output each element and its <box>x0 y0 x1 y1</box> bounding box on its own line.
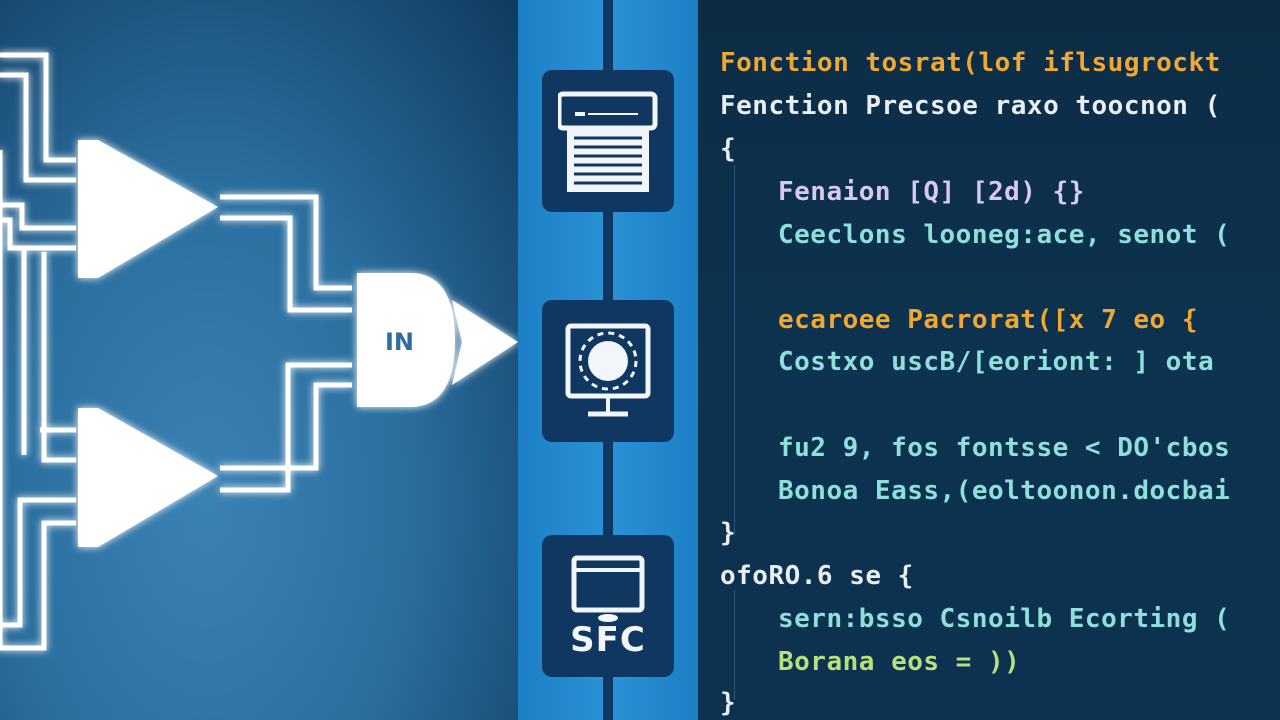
window-icon <box>571 555 645 622</box>
monitor-icon <box>565 323 651 417</box>
pipeline-node-sfc[interactable]: SFC <box>542 535 674 677</box>
code-line-12: } <box>720 518 737 548</box>
logic-circuit-diagram: IN <box>0 0 518 720</box>
code-line-15: Borana eos = )) <box>778 647 1021 677</box>
code-line-13: ofoRO.6 se { <box>720 561 914 591</box>
code-line-16: } <box>720 688 737 718</box>
circuit-wires <box>0 52 352 651</box>
circuit-svg: IN <box>0 52 518 651</box>
code-line-1: Fonction tosrat(lof iflsugrockt <box>720 48 1221 78</box>
pipeline-node-monitor[interactable] <box>542 300 674 442</box>
buffer-gate-bottom-icon <box>78 408 218 547</box>
sfc-label: SFC <box>570 620 646 660</box>
buffer-gate-top-icon <box>78 140 218 278</box>
code-line-2: Fenction Precsoe raxo toocnon ( <box>720 91 1221 121</box>
and-gate-label: IN <box>385 328 414 356</box>
indent-guide <box>734 165 735 535</box>
code-line-4: Fenaion [Q] [2d) {} <box>778 177 1085 207</box>
pipeline-panel: SFC <box>518 0 698 720</box>
code-line-7: ecaroee Pacrorat([x 7 eo { <box>778 305 1198 335</box>
indent-guide <box>734 590 735 700</box>
code-line-3: { <box>720 134 737 164</box>
and-gate-icon <box>357 273 455 407</box>
code-line-14: sern:bsso Csnoilb Ecorting ( <box>778 604 1231 634</box>
code-editor[interactable]: Fonction tosrat(lof iflsugrockt Fenction… <box>698 0 1280 720</box>
code-line-5: Ceeclons looneg:ace, senot ( <box>778 220 1231 250</box>
document-icon <box>558 91 658 192</box>
code-line-11: Bonoa Eass,(eoltoonon.docbai <box>778 476 1231 506</box>
pipeline-node-document[interactable] <box>542 70 674 212</box>
code-line-8: Costxo uscB/[eoriont: ] ota <box>778 347 1215 377</box>
code-line-10: fu2 9, fos fontsse < DO'cbos <box>778 433 1231 463</box>
